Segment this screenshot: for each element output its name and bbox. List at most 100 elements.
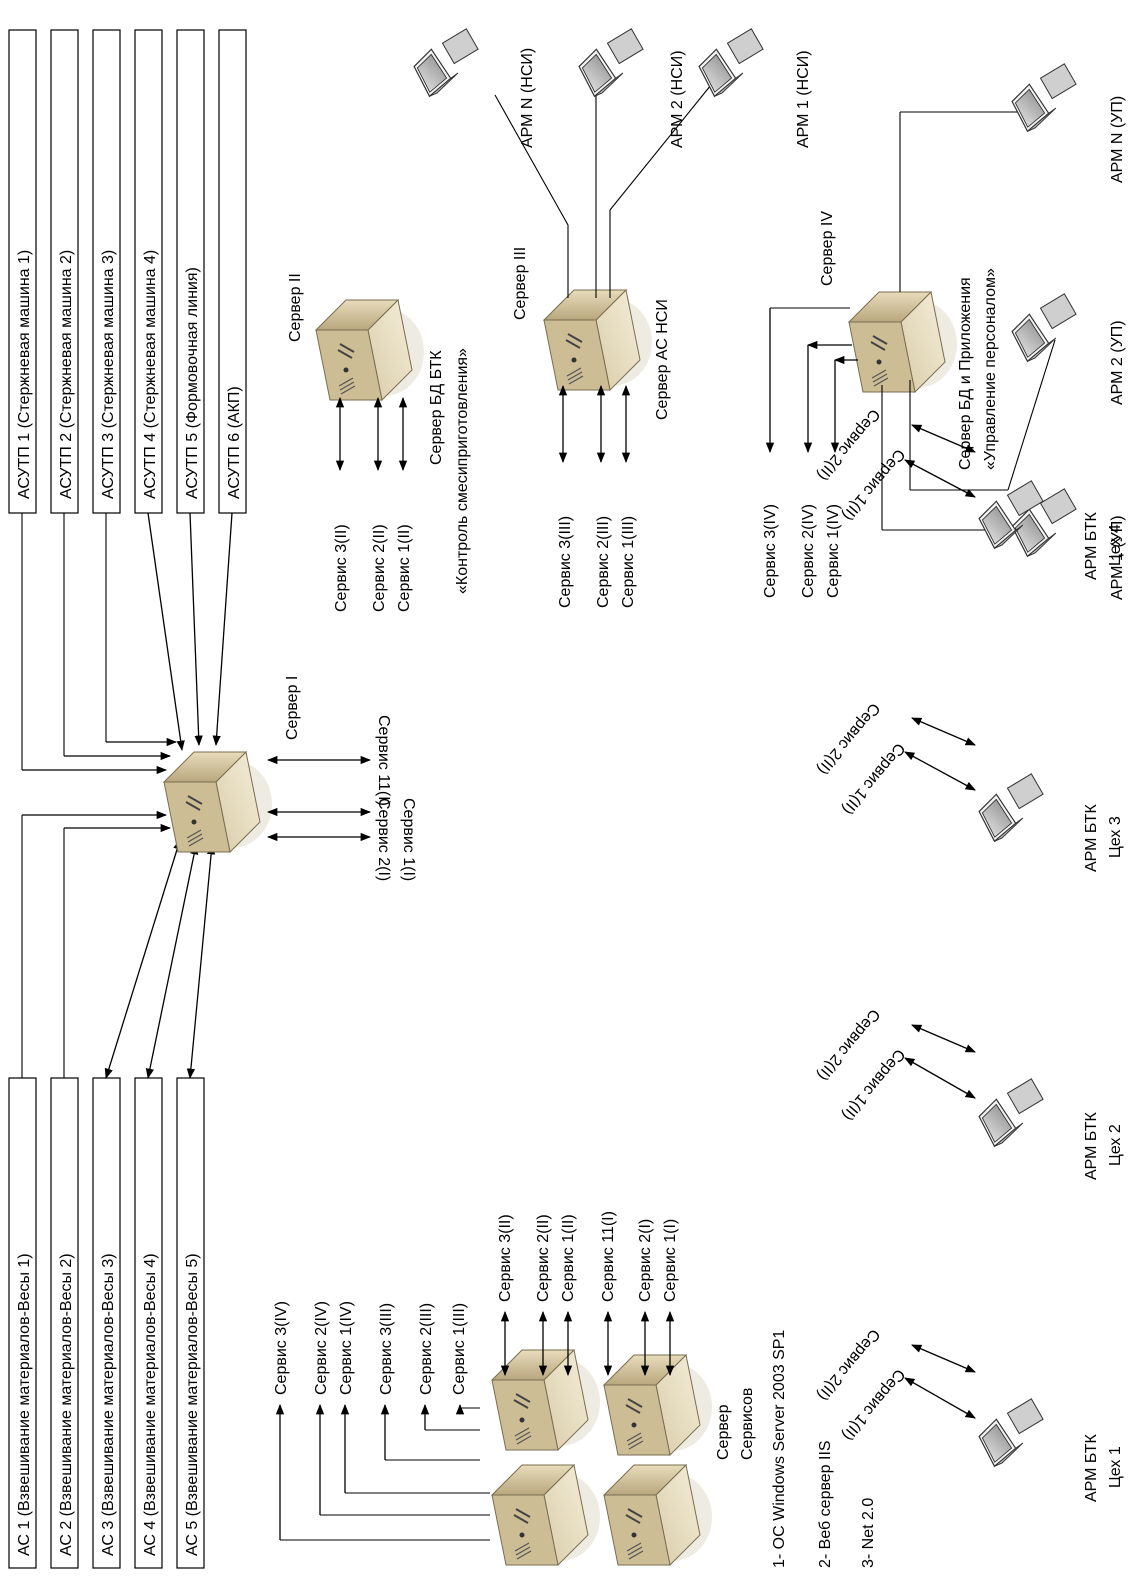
workshop-arm-label: Цех 1 [1107,1446,1124,1488]
workshop-arm-label: АРМ БТК [1083,804,1100,872]
services-server-service-label: Сервис 2(III) [418,1303,435,1395]
asutp-box-1: АСУТП 1 (Стержневая машина 1) [8,29,168,775]
server-3-service-label: Сервис 2(III) [595,516,612,608]
server-4-caption: Сервер БД и Приложения [957,277,974,470]
server-icon [603,1464,713,1566]
workshop-2: АРМ БТК Цех 2 Сервис 1(II) Сервис 2(II) [814,1005,1124,1180]
workshop-service-label: Сервис 2(II) [814,1325,883,1403]
server-2: Сервер II Сервис 3(II) Сервис 2(II) Серв… [287,273,471,612]
workshop-arm-label: АРМ БТК [1083,1112,1100,1180]
server-4: Сервер IV Сервис 3(IV) Сервис 2(IV) Серв… [762,61,1126,600]
note-line: 2- Веб сервер IIS [817,1440,834,1568]
server-icon [163,751,273,853]
workshop-workstations: АРМ БТК Цех 1 Сервис 1(II) Сервис 2(II) … [814,405,1124,1502]
asutp-boxes: АСУТП 1 (Стержневая машина 1) АСУТП 2 (С… [8,29,247,775]
asutp-label: АСУТП 3 (Стержневая машина 3) [100,250,117,499]
workshop-arm-label: АРМ БТК [1083,512,1100,580]
up-arm-label: АРМ 2 (УП) [1109,320,1126,405]
server-2-service-label: Сервис 1(II) [396,524,413,612]
services-server: Сервер Сервисов Сервис 3(IV) Сервис 2(IV… [273,1211,756,1566]
server-2-caption: «Контроль смесиприготовления» [454,348,471,594]
asutp-label: АСУТП 6 (АКП) [226,386,243,499]
asutp-box-5: АСУТП 5 (Формовочная линия) [176,29,205,747]
server-icon [543,289,653,391]
as-box-1: АС 1 (Взвешивание материалов-Весы 1) [8,810,168,1569]
nsi-arm-label: АРМ 2 (НСИ) [669,50,686,148]
software-notes: 1- ОС Windows Server 2003 SP1 2- Веб сер… [771,1330,877,1568]
server-2-service-label: Сервис 2(II) [371,524,388,612]
as-label: АС 3 (Взвешивание материалов-Весы 3) [100,1253,117,1556]
up-arm-label: АРМ 1 (УП) [1109,515,1126,600]
server-4-service-label: Сервис 1(IV) [825,504,842,598]
server-4-label: Сервер IV [819,211,836,286]
computer-icon [573,26,651,99]
server-2-service-label: Сервис 3(II) [333,524,350,612]
nsi-arm-label: АРМ 1 (НСИ) [795,50,812,148]
services-server-label: Сервер [715,1404,732,1460]
server-icon [603,1354,713,1456]
server-icon [848,291,958,393]
workshop-arm-label: Цех 4 [1107,524,1124,566]
asutp-box-2: АСУТП 2 (Стержневая машина 2) [50,29,172,761]
services-server-service-label: Сервис 1(III) [451,1303,468,1395]
server-3-service-label: Сервис 3(III) [557,516,574,608]
as-boxes: АС 1 (Взвешивание материалов-Весы 1) АС … [8,810,216,1569]
server-icon [315,299,425,401]
up-arm-label: АРМ N (УП) [1109,96,1126,183]
server-3-label: Сервер III [512,247,529,320]
asutp-box-3: АСУТП 3 (Стержневая машина 3) [92,29,178,747]
server-4-service-label: Сервис 3(IV) [762,504,779,598]
note-line: 3- Net 2.0 [860,1498,877,1568]
server-1: Сервер I Сервис 11(I) Сервис 2(I) Сервис… [163,676,417,881]
workshop-arm-label: АРМ БТК [1083,1434,1100,1502]
services-server-service-label: Сервис 3(II) [497,1214,514,1302]
asutp-box-6: АСУТП 6 (АКП) [212,29,247,747]
server-1-service-label: Сервис 11(I) [375,715,392,806]
server-3-service-label: Сервис 1(III) [620,516,637,608]
as-box-2: АС 2 (Взвешивание материалов-Весы 2) [50,823,172,1569]
server-4-caption: «Управление персоналом» [982,268,999,470]
server-2-label: Сервер II [287,273,304,342]
server-icon [491,1349,601,1451]
server-4-service-label: Сервис 2(IV) [800,504,817,598]
server-1-service-label: Сервис 1(I) [400,798,417,881]
as-box-3: АС 3 (Взвешивание материалов-Весы 3) [92,839,182,1569]
services-server-service-label: Сервис 1(II) [560,1214,577,1302]
note-line: 1- ОС Windows Server 2003 SP1 [771,1330,788,1568]
nsi-arm-label: АРМ N (НСИ) [519,48,536,148]
workshop-3: АРМ БТК Цех 3 Сервис 1(II) Сервис 2(II) [814,699,1124,872]
as-label: АС 1 (Взвешивание материалов-Весы 1) [16,1253,33,1556]
services-server-service-label: Сервис 11(I) [600,1211,617,1302]
nsi-workstations: АРМ N (НСИ) АРМ 2 (НСИ) АРМ 1 (НСИ) [408,26,812,148]
server-1-label: Сервер I [284,676,301,740]
computer-icon [408,26,486,99]
computer-icon [973,1076,1051,1149]
computer-icon [973,771,1051,844]
asutp-label: АСУТП 5 (Формовочная линия) [184,267,201,499]
computer-icon [1006,291,1084,364]
as-label: АС 2 (Взвешивание материалов-Весы 2) [58,1253,75,1556]
services-server-service-label: Сервис 2(II) [535,1214,552,1302]
computer-icon [693,26,771,99]
workshop-1: АРМ БТК Цех 1 Сервис 1(II) Сервис 2(II) [814,1325,1124,1502]
asutp-box-4: АСУТП 4 (Стержневая машина 4) [134,29,185,752]
workshop-arm-label: Цех 3 [1107,816,1124,858]
up-workstations: АРМ N (УП) АРМ 2 (УП) АРМ 1 (УП) [1006,61,1126,600]
asutp-label: АСУТП 2 (Стержневая машина 2) [58,250,75,499]
server-2-caption: Сервер БД БТК [428,350,445,465]
computer-icon [1006,61,1084,134]
as-box-5: АС 5 (Взвешивание материалов-Весы 5) [176,843,216,1569]
workshop-service-label: Сервис 2(II) [814,1005,883,1083]
asutp-label: АСУТП 1 (Стержневая машина 1) [16,250,33,499]
computer-icon [973,1396,1051,1469]
server-icon [491,1464,601,1566]
as-label: АС 4 (Взвешивание материалов-Весы 4) [142,1253,159,1556]
workshop-service-label: Сервис 2(II) [814,405,883,483]
server-3: Сервер III Сервис 3(III) Сервис 2(III) С… [408,26,812,608]
server-1-service-label: Сервис 2(I) [375,798,392,881]
server-3-caption: Сервер АС НСИ [654,299,671,420]
services-server-label: Сервисов [739,1388,756,1460]
asutp-label: АСУТП 4 (Стержневая машина 4) [142,250,159,499]
